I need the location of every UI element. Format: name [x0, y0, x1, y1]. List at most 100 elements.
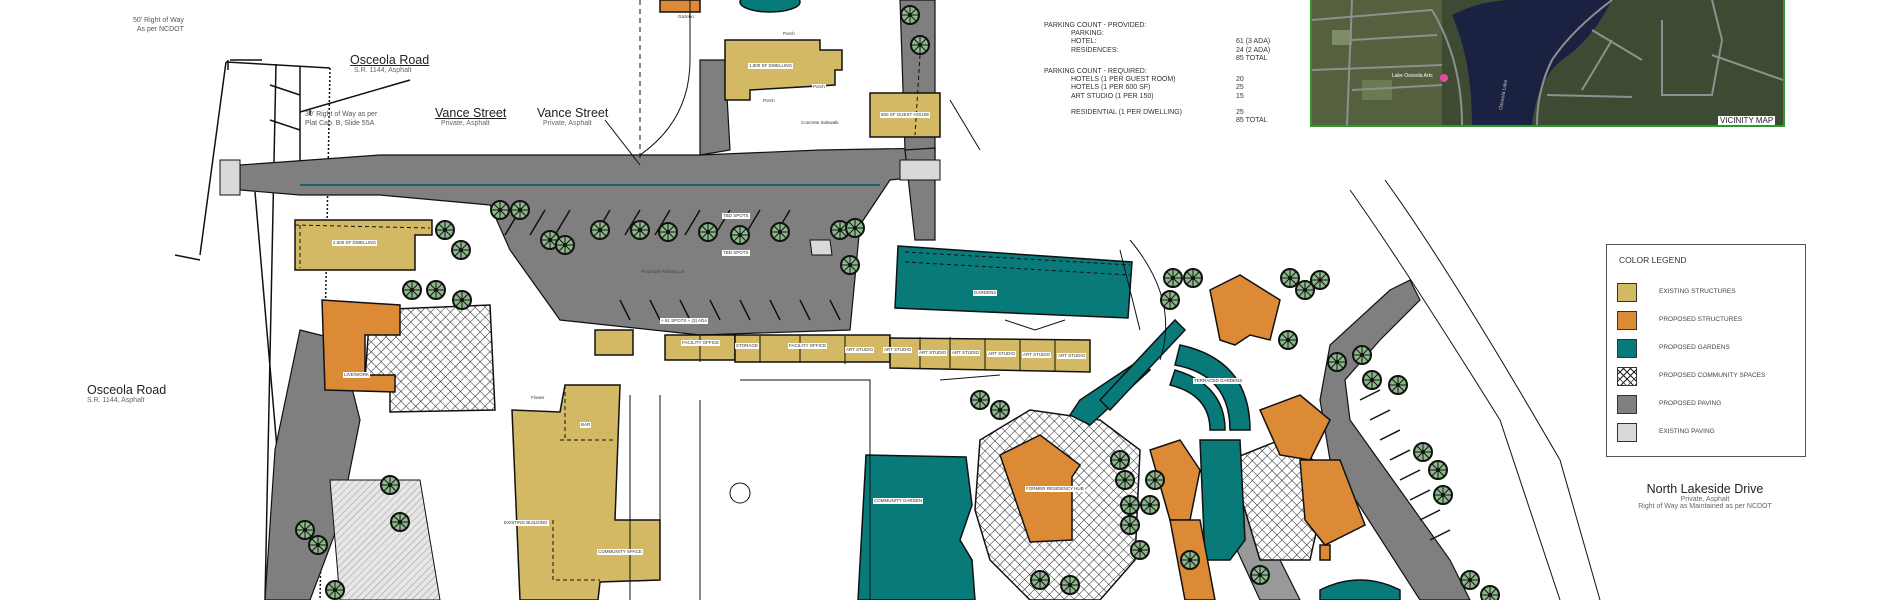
row-note-50ft-text: 50' Right of Way As per NCDOT	[133, 17, 184, 33]
parking-row: PARKING:	[1044, 30, 1182, 38]
parking-row: RESIDENCES: 24 (2 ADA)	[1044, 46, 1270, 55]
tag-bar: BAR	[580, 422, 592, 428]
legend-label: PROPOSED GARDENS	[1659, 344, 1730, 351]
tag-terraced-gardens: TERRACED GARDENS	[1193, 378, 1244, 384]
parking-row-label: RESIDENCES:	[1071, 46, 1119, 54]
road-sub: S.R. 1144, Asphalt	[87, 397, 145, 404]
tag-studio-row: ART STUDIO	[845, 347, 875, 353]
parking-row-value: 20	[1236, 76, 1244, 84]
road-name: Osceola Road	[350, 53, 430, 67]
tag-spots-top: TBD SPOTS	[722, 213, 750, 219]
legend-label: PROPOSED STRUCTURES	[1659, 316, 1743, 323]
parking-row-value: 24 (2 ADA)	[1236, 46, 1271, 54]
tag-studio-row: STORAGE	[735, 343, 759, 349]
parking-row	[1044, 101, 1182, 109]
parking-row: 85 TOTAL	[1044, 117, 1268, 125]
row-note-30ft: 30' Right of Way as per Plat Cab. B, Sli…	[305, 110, 377, 128]
legend-item-existing-paving: EXISTING PAVING	[1617, 423, 1802, 445]
legend-swatch	[1617, 423, 1637, 442]
color-legend: COLOR LEGEND EXISTING STRUCTURES PROPOSE…	[1606, 244, 1806, 457]
road-label-osceola-top: Osceola Road S.R. 1144, Asphalt	[350, 53, 429, 74]
legend-swatch	[1617, 339, 1637, 358]
tag-porch-3: Porch	[762, 98, 776, 104]
road-label-north-lakeside: North Lakeside Drive Private, Asphalt Ri…	[1622, 482, 1788, 510]
legend-swatch	[1617, 395, 1637, 414]
road-sub: S.R. 1144, Asphalt	[354, 67, 412, 74]
vicinity-lake-label: Osceola Lake	[1498, 79, 1509, 110]
gardens	[739, 0, 1401, 600]
tag-porch-2: Porch	[812, 84, 826, 90]
tag-community-garden: COMMUNITY GARDEN	[873, 498, 924, 504]
road-sub: Private, Asphalt	[441, 120, 490, 127]
road-name: Osceola Road	[87, 383, 167, 397]
legend-item-proposed-gardens: PROPOSED GARDENS	[1617, 339, 1802, 361]
tag-spots-row: + 61 SPOTS + (3) ADA	[660, 318, 709, 324]
vicinity-poi-label: Lake Osceola Arts	[1392, 73, 1433, 79]
parking-row-value: 61 (3 ADA)	[1236, 38, 1271, 46]
parking-row: HOTEL: 61 (3 ADA)	[1044, 38, 1270, 46]
parking-row-value: 15	[1236, 92, 1244, 100]
tag-spots-mid: TBD SPOTS	[722, 250, 750, 256]
tag-dwelling: 2,500 SF DWELLING	[332, 240, 378, 246]
road-sub: Private, Asphalt	[543, 120, 592, 127]
legend-swatch	[1617, 367, 1637, 386]
parking-row: ART STUDIO (1 PER 150) 15	[1044, 92, 1244, 101]
road-name: Vance Street	[435, 106, 507, 120]
parking-row-label: HOTEL:	[1071, 38, 1097, 46]
parking-row-label: RESIDENTIAL (1 PER DWELLING)	[1071, 108, 1182, 116]
tag-studio-row: ART STUDIO	[951, 350, 981, 356]
parking-row-value: 25	[1236, 108, 1244, 116]
legend-item-proposed-structures: PROPOSED STRUCTURES	[1617, 311, 1802, 333]
parking-row: HOTELS (1 PER GUEST ROOM) 20	[1044, 76, 1244, 84]
legend-label: EXISTING PAVING	[1659, 428, 1715, 435]
tag-dwelling-2: 1,800 SF DWELLING	[748, 63, 794, 69]
legend-swatch	[1617, 283, 1637, 302]
vicinity-map-title: VICINITY MAP	[1718, 116, 1776, 125]
legend-title: COLOR LEGEND	[1619, 255, 1687, 265]
existing-paving	[219, 159, 941, 600]
tag-gardens: GARDENS	[973, 290, 998, 296]
parking-row-label: HOTELS (1 PER GUEST ROOM)	[1071, 76, 1176, 84]
legend-item-community-spaces: PROPOSED COMMUNITY SPACES	[1617, 367, 1802, 389]
tag-studio-row: ART STUDIO	[987, 351, 1017, 357]
tag-residence-hub: FORMER RESIDENCY HUB	[1025, 486, 1085, 492]
legend-label: EXISTING STRUCTURES	[1659, 288, 1736, 295]
road-name: Vance Street	[537, 106, 609, 120]
legend-label: PROPOSED PAVING	[1659, 400, 1722, 407]
parking-row: RESIDENTIAL (1 PER DWELLING) 25	[1044, 108, 1244, 117]
road-label-osceola-left: Osceola Road S.R. 1144, Asphalt	[87, 383, 166, 404]
road-name: North Lakeside Drive	[1646, 482, 1764, 496]
parking-row-value: 25	[1236, 84, 1244, 92]
tag-studio-row: FACILITY OFFICE	[788, 343, 828, 349]
tag-studio-row: ART STUDIO	[1057, 353, 1087, 359]
legend-item-proposed-paving: PROPOSED PAVING	[1617, 395, 1802, 417]
parking-row-value: 85 TOTAL	[1236, 54, 1268, 62]
road-label-vance-center: Vance Street Private, Asphalt	[537, 106, 608, 127]
tag-concrete-sidewalk: Concrete Sidewalk	[801, 120, 839, 125]
road-sub-2: Right of Way as Maintained as per NCDOT	[1638, 503, 1772, 510]
tag-guest-house: 800 SF GUEST HOUSE	[880, 112, 931, 118]
tag-community-space: COMMUNITY SPACE	[597, 549, 643, 555]
road-label-vance-left: Vance Street Private, Asphalt	[435, 106, 506, 127]
legend-swatch	[1617, 311, 1637, 330]
row-note-50ft: 50' Right of Way As per NCDOT	[133, 16, 184, 34]
tag-live-work: LIVE/WORK	[343, 372, 371, 378]
tag-studio-row: ART STUDIO	[883, 347, 913, 353]
tag-porch-1: Porch	[782, 31, 796, 37]
tag-studio-row: FACILITY OFFICE	[681, 340, 721, 346]
vicinity-map-aerial: Lake Osceola Arts Osceola Lake	[1312, 0, 1783, 125]
tag-gazebo: Gazebo	[678, 14, 694, 19]
tag-studio-row: ART STUDIO	[918, 350, 948, 356]
legend-item-existing-structures: EXISTING STRUCTURES	[1617, 283, 1802, 305]
parking-row-label: ART STUDIO (1 PER 150)	[1071, 92, 1154, 100]
parking-row-value: 85 TOTAL	[1236, 117, 1268, 125]
parking-row: HOTELS (1 PER 600 SF)25	[1044, 84, 1244, 92]
legend-label: PROPOSED COMMUNITY SPACES	[1659, 372, 1766, 379]
vicinity-map: Lake Osceola Arts Osceola Lake	[1310, 0, 1785, 127]
tag-flower: Flower	[531, 395, 545, 400]
parking-row: 85 TOTAL	[1044, 55, 1268, 63]
road-sub: Private, Asphalt	[1680, 496, 1730, 503]
parking-count-notes: PARKING COUNT - PROVIDED: PARKING: HOTEL…	[1044, 22, 1270, 125]
tag-main-building: EXISTING BUILDING	[503, 520, 549, 526]
